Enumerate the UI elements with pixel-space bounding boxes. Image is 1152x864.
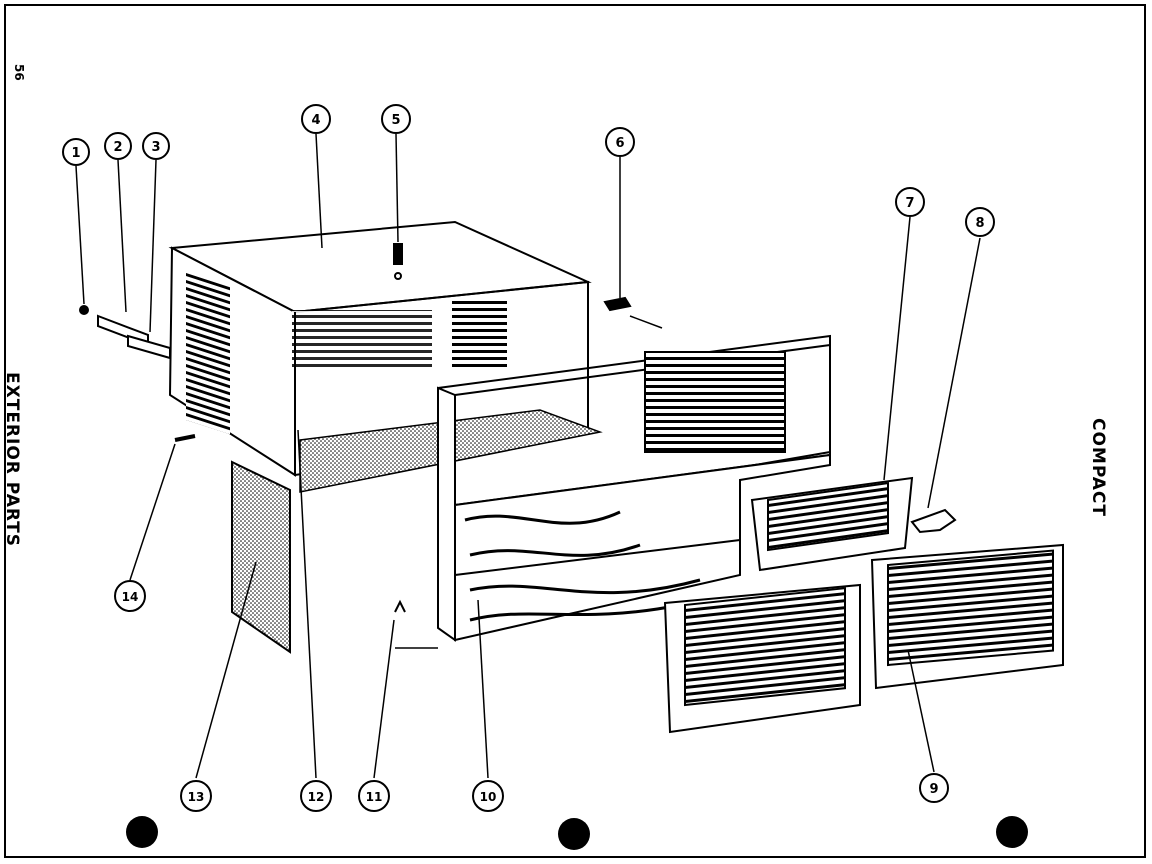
binder-holes [126, 816, 1028, 850]
callout-8-label: 8 [975, 216, 984, 231]
leader-lines [75, 133, 981, 779]
callout-12: 12 [300, 780, 332, 812]
binder-hole-right [996, 816, 1028, 848]
callout-9-label: 9 [929, 782, 938, 797]
callout-5: 5 [381, 104, 411, 134]
callout-13-label: 13 [188, 790, 205, 804]
bracket [910, 508, 957, 534]
callout-13: 13 [180, 780, 212, 812]
hardware [79, 243, 632, 613]
binder-hole-center [558, 818, 590, 850]
cabinet-wrapper [168, 220, 592, 477]
callout-2: 2 [104, 132, 132, 160]
callout-7: 7 [895, 187, 925, 217]
callout-12-label: 12 [308, 790, 325, 804]
callout-9: 9 [919, 773, 949, 803]
callout-5-label: 5 [391, 113, 400, 128]
discharge-grilles [663, 543, 1064, 734]
callout-6: 6 [605, 127, 635, 157]
callout-14-label: 14 [122, 590, 139, 604]
louver-bar [750, 476, 914, 572]
callout-14: 14 [114, 580, 146, 612]
page-border [4, 4, 1146, 858]
filter-panel [231, 460, 291, 654]
callout-11: 11 [358, 780, 390, 812]
front-panel [437, 334, 831, 642]
callout-7-label: 7 [905, 196, 914, 211]
callout-1-label: 1 [71, 146, 80, 161]
callout-3: 3 [142, 132, 170, 160]
callout-4: 4 [301, 104, 331, 134]
callout-markers: 1 2 3 4 5 6 7 8 9 10 11 12 13 14 [62, 104, 995, 812]
callout-4-label: 4 [311, 113, 320, 128]
callout-2-label: 2 [113, 140, 122, 155]
callout-6-label: 6 [615, 136, 624, 151]
callout-11-label: 11 [366, 790, 383, 804]
callout-3-label: 3 [151, 140, 160, 155]
callout-10: 10 [472, 780, 504, 812]
callout-10-label: 10 [480, 790, 497, 804]
callout-8: 8 [965, 207, 995, 237]
callout-1: 1 [62, 138, 90, 166]
binder-hole-left [126, 816, 158, 848]
